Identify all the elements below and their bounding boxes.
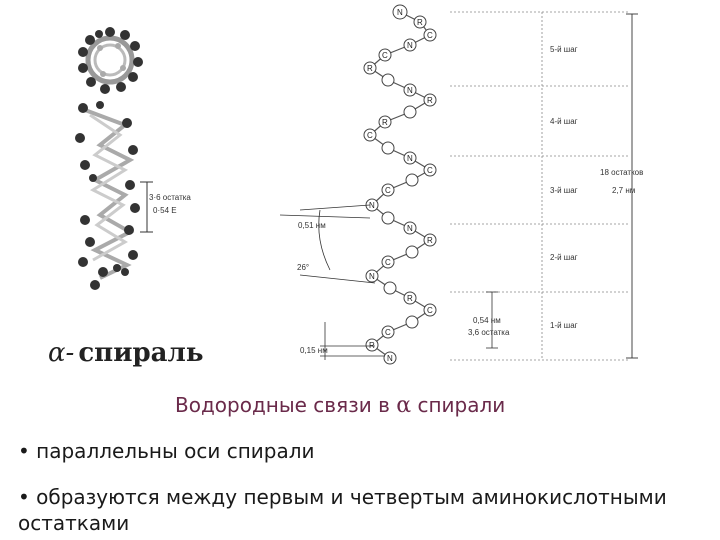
step-label-2: 2-й шаг bbox=[550, 253, 578, 262]
alpha-helix-title: α-спираль bbox=[48, 338, 204, 368]
svg-text:C: C bbox=[385, 186, 391, 195]
svg-text:C: C bbox=[382, 51, 388, 60]
helix-ball-stick-model: 3·6 остатка 0·54 Е bbox=[75, 27, 191, 290]
step-label-1: 1-й шаг bbox=[550, 321, 578, 330]
total-height-arrow bbox=[626, 13, 638, 359]
svg-text:C: C bbox=[385, 328, 391, 337]
pitch-residues-label: 3,6 остатка bbox=[468, 328, 510, 337]
caption-prefix: Водородные связи в bbox=[175, 393, 397, 417]
total-length-label: 2,7 нм bbox=[612, 186, 635, 195]
step-label-5: 5-й шаг bbox=[550, 45, 578, 54]
svg-text:C: C bbox=[427, 31, 433, 40]
svg-text:R: R bbox=[427, 96, 433, 105]
svg-text:C: C bbox=[427, 306, 433, 315]
svg-text:R: R bbox=[427, 236, 433, 245]
bracket-label-length: 0·54 Е bbox=[153, 206, 177, 215]
step-label-3: 3-й шаг bbox=[550, 186, 578, 195]
svg-text:N: N bbox=[369, 201, 375, 210]
bracket-label-residues: 3·6 остатка bbox=[149, 193, 191, 202]
svg-text:N: N bbox=[387, 354, 393, 363]
svg-text:N: N bbox=[407, 41, 413, 50]
angle-annotation bbox=[279, 204, 376, 284]
pitch-arrow bbox=[486, 291, 498, 349]
pitch-bracket bbox=[140, 181, 153, 233]
bullet-first-fourth-residues: • образуются между первым и четвертым ам… bbox=[18, 485, 667, 535]
rise-length-label: 0,15 нм bbox=[300, 346, 328, 355]
svg-text:N: N bbox=[369, 272, 375, 281]
bullet-parallel-axis: • параллельны оси спирали bbox=[18, 439, 315, 463]
helix-backbone-diagram: N R C N C R N R R C N C C N N R C N R C … bbox=[279, 4, 643, 365]
svg-text:N: N bbox=[407, 154, 413, 163]
svg-text:N: N bbox=[397, 8, 403, 17]
svg-text:R: R bbox=[369, 341, 375, 350]
svg-text:C: C bbox=[427, 166, 433, 175]
pitch-length-label: 0,54 нм bbox=[473, 316, 501, 325]
svg-text:N: N bbox=[407, 86, 413, 95]
rise-arrow bbox=[320, 322, 385, 360]
helix-side-view bbox=[84, 108, 135, 280]
alpha-helix-word: спираль bbox=[78, 338, 204, 368]
step-separators bbox=[450, 11, 630, 361]
svg-text:N: N bbox=[407, 224, 413, 233]
hydrogen-bonds-caption: Водородные связи в α спирали bbox=[175, 393, 505, 418]
helix-side-atoms bbox=[75, 101, 140, 290]
atom-letters: N R C N C R N R R C N C C N N R C N R C … bbox=[367, 8, 433, 363]
svg-text:R: R bbox=[407, 294, 413, 303]
angle-degree-label: 26° bbox=[297, 263, 309, 272]
total-residues-label: 18 остатков bbox=[600, 168, 643, 177]
caption-suffix: спирали bbox=[411, 393, 506, 417]
caption-alpha: α bbox=[396, 393, 412, 418]
alpha-symbol: α- bbox=[48, 338, 75, 368]
angle-length-label: 0,51 нм bbox=[298, 221, 326, 230]
svg-text:C: C bbox=[367, 131, 373, 140]
svg-text:R: R bbox=[367, 64, 373, 73]
helix-top-view bbox=[78, 27, 143, 94]
backbone-atoms bbox=[363, 4, 437, 365]
svg-text:R: R bbox=[417, 18, 423, 27]
step-label-4: 4-й шаг bbox=[550, 117, 578, 126]
svg-text:C: C bbox=[385, 258, 391, 267]
svg-text:R: R bbox=[382, 118, 388, 127]
backbone-chain bbox=[369, 11, 432, 359]
